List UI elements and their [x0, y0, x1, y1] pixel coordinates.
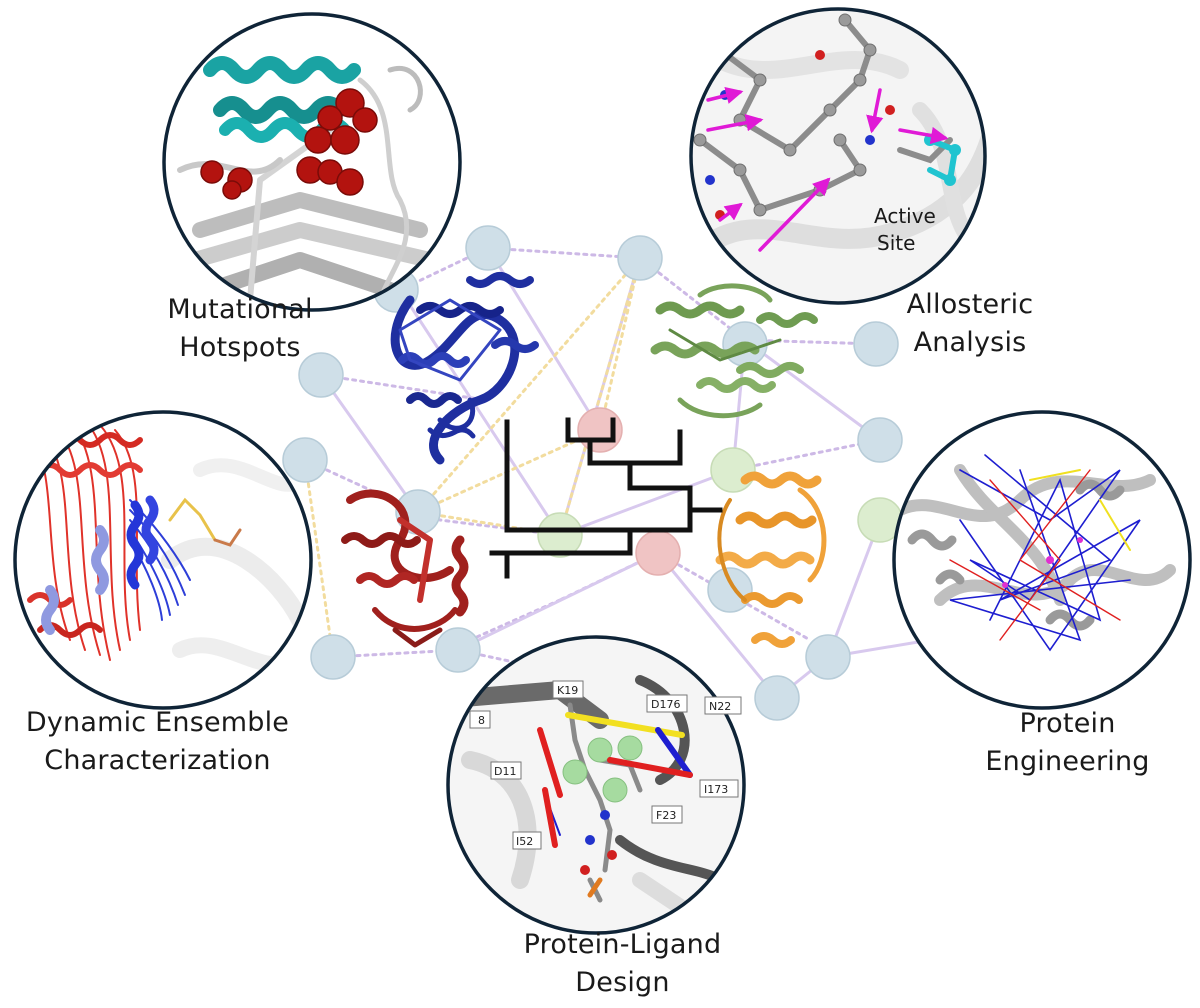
node: [465, 225, 511, 271]
residue-label: F23: [656, 809, 676, 822]
allosteric-analysis-panel: Active Site: [689, 7, 987, 305]
protein-orange: [715, 471, 827, 648]
node-green: [710, 447, 756, 493]
residue-label: D11: [494, 765, 516, 778]
node: [298, 352, 344, 398]
dynamic-ensemble-panel: [13, 410, 313, 710]
protein-green: [650, 283, 818, 419]
protein-ligand-design-label: Protein-Ligand Design: [490, 926, 755, 1002]
node-pink: [635, 530, 681, 576]
protein-engineering-panel: [892, 410, 1192, 710]
node: [857, 417, 903, 463]
label-line: Engineering: [985, 746, 1150, 777]
node: [805, 634, 851, 680]
node-green: [537, 512, 583, 558]
node: [617, 235, 663, 281]
node: [282, 437, 328, 483]
label-line: Allosteric: [906, 289, 1034, 320]
residue-label: I52: [516, 835, 533, 848]
label-line: Hotspots: [179, 332, 301, 363]
label-line: Design: [575, 967, 670, 998]
active-site-label-1: Active: [874, 204, 936, 228]
phylogenetic-tree: [489, 417, 723, 579]
residue-label: N22: [709, 700, 731, 713]
node: [310, 634, 356, 680]
residue-label: K19: [557, 684, 578, 697]
mutational-hotspots-panel: [162, 12, 462, 312]
protein-engineering-label: Protein Engineering: [960, 705, 1175, 781]
residue-label: 8: [478, 714, 485, 727]
node: [754, 675, 800, 721]
node: [853, 321, 899, 367]
label-line: Mutational: [167, 294, 313, 325]
node: [707, 567, 753, 613]
node: [435, 627, 481, 673]
residue-label: D176: [651, 698, 680, 711]
mutational-hotspots-label: Mutational Hotspots: [130, 291, 350, 367]
protein-ligand-panel: K19 D176 N22 D11 I173 F23 I52 8: [446, 635, 746, 935]
label-line: Dynamic Ensemble: [25, 707, 290, 738]
protein-red: [341, 489, 469, 648]
active-site-label-2: Site: [877, 231, 915, 255]
label-line: Analysis: [913, 327, 1027, 358]
protein-blue: [390, 272, 539, 465]
dynamic-ensemble-label: Dynamic Ensemble Characterization: [0, 704, 315, 780]
residue-label: I173: [704, 783, 728, 796]
label-line: Characterization: [44, 745, 271, 776]
label-line: Protein: [1019, 708, 1116, 739]
residue-labels: K19 D176 N22 D11 I173 F23 I52 8: [469, 680, 742, 850]
label-line: Protein-Ligand: [523, 929, 722, 960]
allosteric-analysis-label: Allosteric Analysis: [870, 286, 1070, 362]
